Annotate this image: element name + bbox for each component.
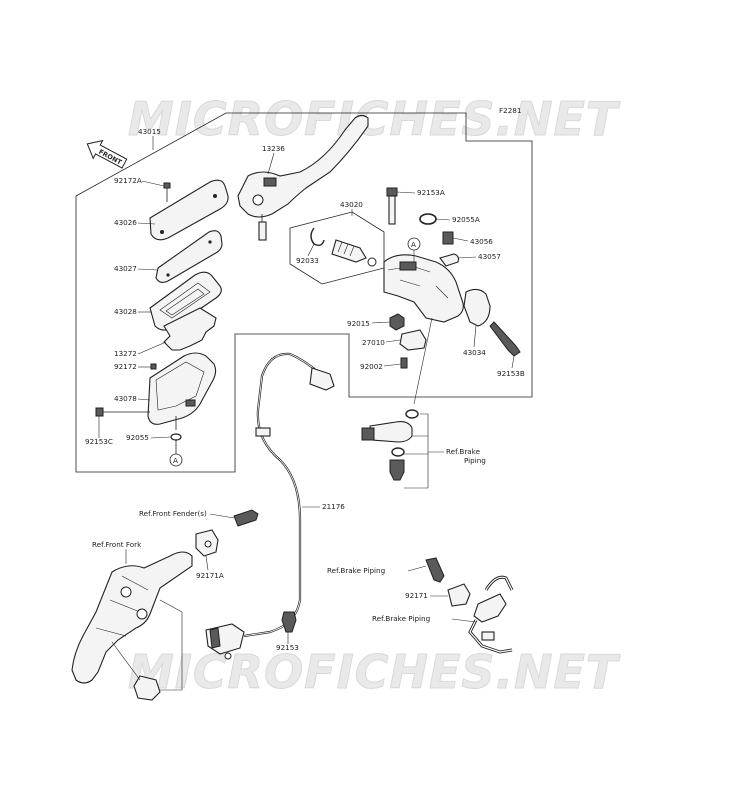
lever-pivot: [258, 221, 267, 241]
fork-axle: [133, 675, 161, 701]
screw-head-92172A: [163, 182, 171, 189]
wire-connector: [309, 367, 335, 391]
body-port: [399, 261, 417, 271]
watermark-bottom: MICROFICHES.NET: [128, 645, 621, 699]
label-43026: 43026: [114, 218, 137, 227]
ref-marker-a-left-text: A: [173, 456, 178, 465]
label-43028: 43028: [114, 307, 137, 316]
nut-92015: [389, 313, 405, 331]
bolt-92153C: [95, 407, 104, 417]
label-43078: 43078: [114, 394, 137, 403]
bolt-92153: [281, 611, 297, 633]
piston: [331, 239, 367, 263]
brake-line-joint: [473, 593, 507, 623]
clamp-92171: [447, 583, 471, 607]
diaphragm-plate: [155, 230, 223, 284]
brake-line-sleeve: [481, 631, 495, 641]
fork-bracket: [71, 551, 193, 684]
label-43034: 43034: [463, 348, 486, 357]
label-92171: 92171: [405, 591, 428, 600]
fitting-washer-top: [405, 409, 419, 419]
label-92015: 92015: [347, 319, 370, 328]
screw-92002: [400, 357, 408, 369]
clamp: [463, 288, 491, 327]
label-92153A: 92153A: [417, 188, 445, 197]
switch-wire: [243, 352, 319, 638]
label-92153B: 92153B: [497, 369, 525, 378]
label-43015: 43015: [138, 127, 161, 136]
label-92055: 92055: [126, 433, 149, 442]
ref-brake-piping-b-label: Ref.Brake Piping: [372, 614, 430, 623]
wire-clip: [255, 427, 271, 437]
label-92002: 92002: [360, 362, 383, 371]
reservoir-outlet: [185, 399, 196, 407]
ref-brake-piping-a-label: Ref.Brake Piping: [327, 566, 385, 575]
diagram-code: F2281: [499, 106, 521, 115]
label-21176: 21176: [322, 502, 345, 511]
circlip: [310, 227, 325, 247]
ref-brake-piping-label-2: Piping: [464, 456, 486, 465]
label-92055A: 92055A: [452, 215, 480, 224]
label-43020: 43020: [340, 200, 363, 209]
banjo-fitting: [369, 421, 413, 443]
ref-front-fender-label: Ref.Front Fender(s): [139, 509, 207, 518]
label-92153C: 92153C: [85, 437, 113, 446]
oring-92055A: [419, 213, 437, 225]
fitting-washer-bottom: [391, 447, 405, 457]
ref-marker-a-right-text: A: [411, 240, 416, 249]
screw-92172: [150, 363, 157, 370]
label-43056: 43056: [470, 237, 493, 246]
watermark-top: MICROFICHES.NET: [128, 92, 621, 146]
bolt-92153B: [489, 321, 521, 357]
label-92172: 92172: [114, 362, 137, 371]
oring-92055: [170, 433, 182, 441]
label-92171A: 92171A: [196, 571, 224, 580]
gasket: [163, 307, 217, 351]
cap-screw-hole: [160, 230, 164, 234]
lever: [237, 114, 369, 218]
fender-bolt: [233, 509, 259, 527]
reservoir-cap: [149, 179, 229, 241]
diaphragm: [149, 271, 222, 331]
ref-front-fork-label: Ref.Front Fork: [92, 540, 142, 549]
label-92153: 92153: [276, 643, 299, 652]
ref-marker-a-left: [169, 453, 183, 467]
label-43027: 43027: [114, 264, 137, 273]
cap-screw-hole-2: [213, 194, 217, 198]
clamp-bolt: [425, 557, 445, 583]
front-arrow-icon: FRONT: [86, 139, 128, 169]
reservoir-group-outline: [75, 112, 533, 473]
bolt-92153A: [388, 195, 396, 225]
reservoir-body: [147, 352, 217, 425]
bleeder-cap: [439, 253, 460, 267]
brake-switch: [399, 329, 427, 351]
bolt-92153A-head: [386, 187, 398, 197]
label-92172A: 92172A: [114, 176, 142, 185]
label-43057: 43057: [478, 252, 501, 261]
banjo-bolt: [389, 459, 405, 481]
master-cylinder-body: [383, 254, 464, 323]
bleeder-valve: [442, 231, 454, 245]
label-27010: 27010: [362, 338, 385, 347]
label-92033: 92033: [296, 256, 319, 265]
ref-brake-piping-label: Ref.Brake: [446, 447, 481, 456]
label-13236: 13236: [262, 144, 285, 153]
label-13272: 13272: [114, 349, 137, 358]
